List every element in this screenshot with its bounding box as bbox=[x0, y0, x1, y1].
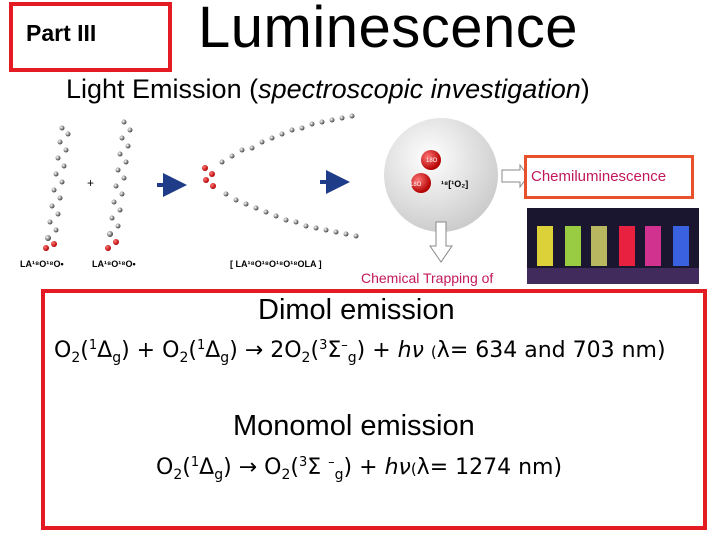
oxygen-atom-label-bottom: 18O bbox=[410, 182, 422, 188]
monomol-emission-heading: Monomol emission bbox=[233, 410, 475, 442]
chemical-trapping-label: Chemical Trapping of bbox=[361, 270, 494, 286]
vials-photo bbox=[527, 208, 699, 284]
dimer-molecule bbox=[202, 113, 359, 239]
singlet-oxygen-label: ¹⁸[¹O₂] bbox=[441, 179, 468, 189]
oxygen-atom-label-top: 18O bbox=[426, 158, 438, 164]
molecule-1-label: LA¹⁸O¹⁸O• bbox=[20, 259, 64, 269]
molecule-1 bbox=[43, 125, 71, 251]
singlet-oxygen-sphere: 18O 18O ¹⁸[¹O₂] bbox=[384, 118, 498, 232]
monomol-wavelength: = 1274 nm) bbox=[429, 455, 563, 480]
dimer-label: [ LA¹⁸O¹⁸O¹⁸O¹⁸OLA ] bbox=[230, 259, 322, 269]
dimol-equation: O2(1Δg) + O2(1Δg) → 2O2(3Σ–g) + hν (λ= 6… bbox=[54, 338, 666, 366]
reaction-diagram: + 18O 18O bbox=[43, 113, 529, 263]
part-label-box bbox=[9, 2, 172, 72]
arrow-to-chemical-trapping bbox=[429, 221, 453, 263]
molecule-2-label: LA¹⁸O¹⁸O• bbox=[92, 259, 136, 269]
dimol-wavelength: = 634 and 703 nm) bbox=[449, 338, 666, 363]
page-title: Luminescence bbox=[198, 0, 578, 60]
subtitle-suffix: ) bbox=[580, 74, 590, 104]
plus-sign: + bbox=[87, 176, 94, 190]
emissions-box bbox=[41, 289, 707, 530]
dimol-emission-heading: Dimol emission bbox=[258, 294, 455, 326]
subtitle-italic: spectroscopic investigation bbox=[258, 74, 581, 104]
subtitle-prefix: Light Emission ( bbox=[66, 74, 259, 104]
monomol-equation: O2(1Δg) → O2(3Σ –g) + hν(λ= 1274 nm) bbox=[156, 455, 563, 483]
molecule-2 bbox=[105, 119, 133, 251]
chemiluminescence-box bbox=[524, 155, 694, 199]
page-subtitle: Light Emission (spectroscopic investigat… bbox=[66, 74, 590, 105]
part-label: Part III bbox=[26, 20, 97, 46]
chemiluminescence-label: Chemiluminescence bbox=[531, 168, 667, 185]
